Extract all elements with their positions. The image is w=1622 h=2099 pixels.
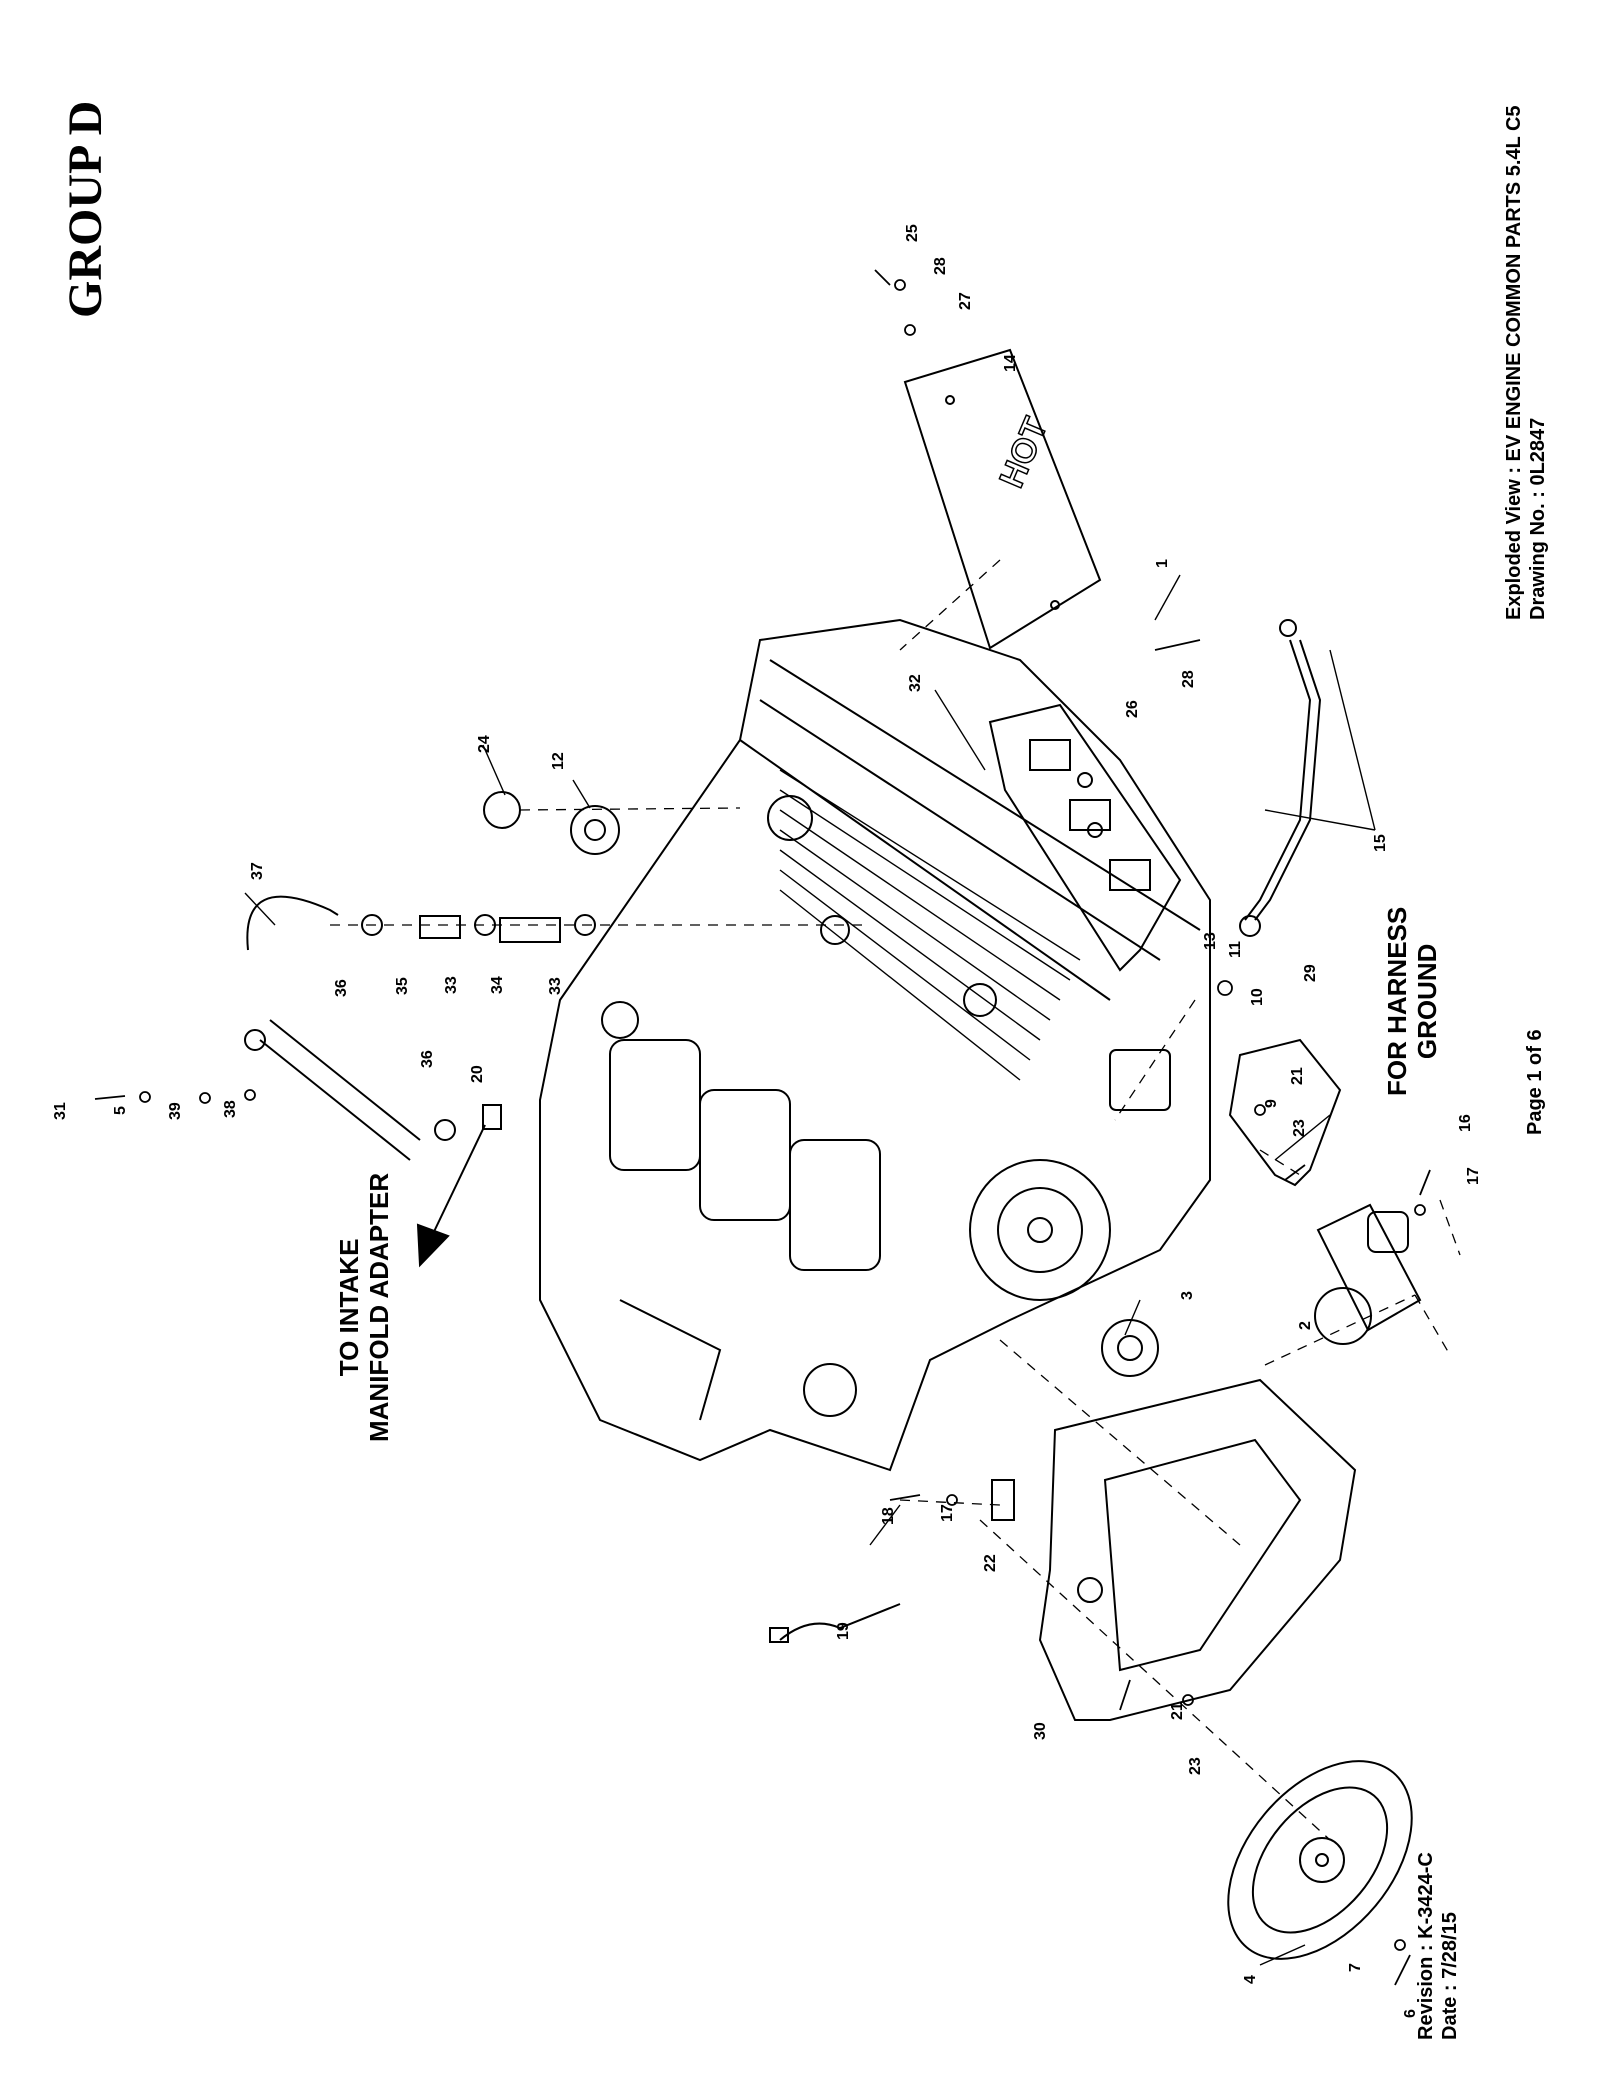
part-label-1: 1 [1154,559,1171,568]
part-label-21b: 21 [1169,1702,1186,1720]
part-label-39: 39 [167,1102,184,1120]
thermostat-gasket [484,792,520,828]
part-label-6: 6 [1402,2009,1419,2018]
assembly-lines [330,560,1460,1840]
part-label-16: 16 [1457,1114,1474,1132]
intake-arrow [418,1125,485,1265]
shield-hot-text: HOT [992,412,1055,493]
part-label-9: 9 [1263,1099,1280,1108]
part-label-7: 7 [1347,1963,1364,1972]
part-label-24: 24 [476,735,493,753]
part-label-11: 11 [1227,941,1244,958]
hose-assembly [245,897,595,1160]
part-label-28b: 28 [1180,670,1197,688]
part-label-28a: 28 [932,257,949,275]
part-label-32: 32 [907,674,924,692]
harness-ground-box [1230,1040,1340,1185]
starter-motor [1315,1205,1420,1344]
part-label-36a: 36 [333,979,350,997]
part-label-23b: 23 [1187,1757,1204,1775]
part-label-22: 22 [982,1554,999,1572]
part-label-26: 26 [1124,700,1141,718]
part-label-21a: 21 [1289,1067,1306,1085]
heat-shield [905,350,1100,648]
part-label-14: 14 [1002,354,1019,372]
part-label-27: 27 [957,292,974,310]
part-label-34: 34 [489,976,506,994]
part-label-10: 10 [1249,988,1266,1006]
part-label-17a: 17 [1465,1167,1482,1185]
part-label-31: 31 [52,1102,69,1120]
part-label-29: 29 [1302,964,1319,982]
engine-block [540,620,1210,1470]
part-label-37: 37 [249,862,266,880]
part-label-15: 15 [1372,834,1389,852]
flywheel-housing [1040,1380,1355,1720]
part-label-36b: 36 [419,1050,436,1068]
flywheel [1192,1726,1449,1993]
part-label-13: 13 [1202,932,1219,950]
part-label-4: 4 [1242,1975,1259,1984]
part-label-30: 30 [1032,1722,1049,1740]
part-label-33a: 33 [443,976,460,994]
exhaust-manifold [990,705,1180,970]
part-labels: 1 2 3 4 5 6 7 9 10 11 12 13 14 15 16 17 … [52,224,1482,2018]
part-label-17b: 17 [939,1504,956,1522]
part-label-18: 18 [880,1507,897,1525]
part-label-38: 38 [222,1100,239,1118]
thermostat [571,806,619,854]
bracket [992,1480,1014,1520]
fasteners [95,270,1430,1985]
part-label-23a: 23 [1291,1119,1308,1137]
part-label-5: 5 [112,1106,129,1115]
part-label-33b: 33 [547,977,564,995]
part-label-35: 35 [394,977,411,995]
part-label-25: 25 [904,224,921,242]
oil-pipe [1240,620,1320,936]
part-label-20: 20 [469,1065,486,1083]
part-label-12: 12 [550,752,567,770]
spacer-plate [1102,1320,1158,1376]
part-label-19: 19 [835,1622,852,1640]
part-label-3: 3 [1179,1291,1196,1300]
part-label-2: 2 [1297,1321,1314,1330]
